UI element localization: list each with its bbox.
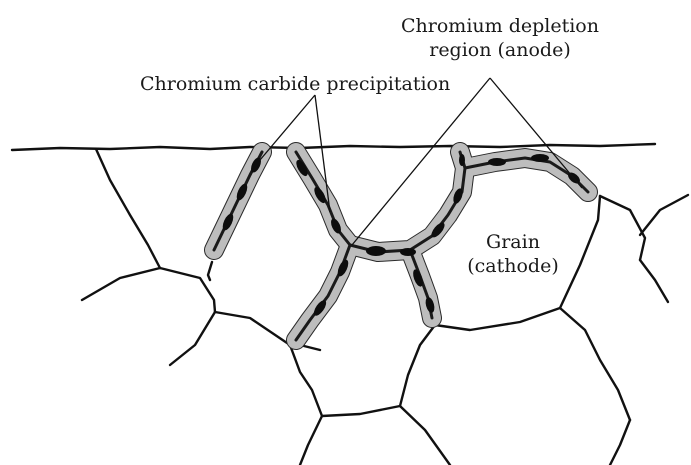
grain-label-line2: (cathode) — [458, 254, 568, 278]
grain-boundaries — [82, 149, 688, 465]
carbide-precipitation-label: Chromium carbide precipitation — [140, 72, 450, 96]
depletion-region-label: Chromium depletion region (anode) — [395, 14, 605, 62]
grain-label: Grain (cathode) — [458, 230, 568, 278]
depletion-label-line1: Chromium depletion — [395, 14, 605, 38]
depletion-label-line2: region (anode) — [395, 38, 605, 62]
metal-surface-line — [12, 144, 655, 150]
grain-label-line1: Grain — [458, 230, 568, 254]
